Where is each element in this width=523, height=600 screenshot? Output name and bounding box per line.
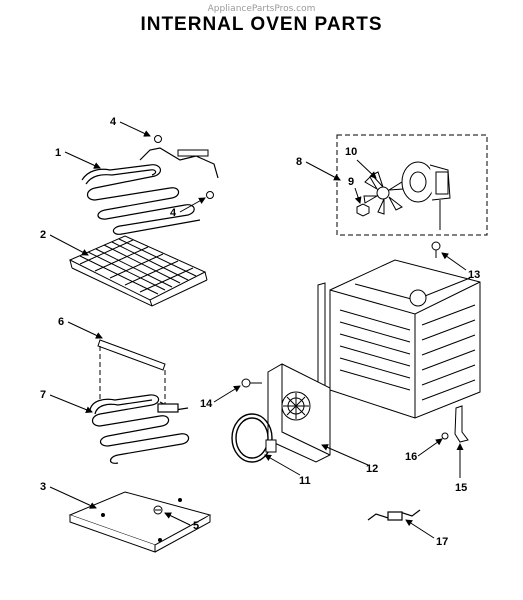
convection-element-part-11[interactable] bbox=[231, 413, 277, 463]
fan-nut-part-9[interactable] bbox=[356, 203, 370, 217]
screw-part-16[interactable] bbox=[441, 432, 449, 440]
sensor-bracket-part-15[interactable] bbox=[454, 405, 469, 443]
watermark-text: AppliancePartsPros.com bbox=[207, 4, 316, 14]
diagram-title: INTERNAL OVEN PARTS bbox=[140, 14, 383, 35]
convection-fan-blade-part-10[interactable] bbox=[363, 171, 404, 215]
callout-1: 1 bbox=[55, 147, 61, 159]
element-bracket-screws[interactable] bbox=[154, 135, 214, 199]
screw-part-5[interactable] bbox=[153, 505, 163, 515]
callout-9: 9 bbox=[348, 176, 354, 188]
callout-3: 3 bbox=[40, 481, 46, 493]
callout-6: 6 bbox=[58, 316, 64, 328]
bake-element-part-1[interactable] bbox=[81, 147, 219, 235]
callout-11: 11 bbox=[299, 475, 311, 487]
callout-16: 16 bbox=[405, 451, 417, 463]
callout-14: 14 bbox=[200, 398, 213, 410]
leader-lines bbox=[49, 121, 467, 539]
callout-labels: 1 2 3 4 4 5 6 7 8 9 10 11 12 13 14 15 16… bbox=[40, 116, 480, 548]
callout-10: 10 bbox=[345, 146, 357, 158]
callout-7: 7 bbox=[40, 389, 46, 401]
oven-rack-part-2[interactable] bbox=[68, 235, 208, 307]
lower-element-part-7[interactable] bbox=[89, 394, 190, 464]
callout-12: 12 bbox=[366, 463, 378, 475]
temperature-sensor-part-17[interactable] bbox=[367, 509, 421, 521]
callout-17: 17 bbox=[436, 536, 448, 548]
element-shield-part-6[interactable] bbox=[97, 339, 166, 410]
callout-2: 2 bbox=[40, 229, 46, 241]
convection-motor[interactable] bbox=[401, 161, 451, 230]
screw-part-14[interactable] bbox=[241, 378, 262, 388]
callout-4-top: 4 bbox=[110, 116, 117, 128]
callout-13: 13 bbox=[468, 269, 480, 281]
convection-assembly-part-8[interactable] bbox=[336, 134, 488, 236]
screw-part-13[interactable] bbox=[431, 241, 441, 258]
callout-4-bottom: 4 bbox=[170, 207, 177, 219]
bottom-panel-part-3[interactable] bbox=[68, 491, 212, 553]
callout-8: 8 bbox=[296, 156, 302, 168]
callout-5: 5 bbox=[193, 520, 199, 532]
convection-cover-part-12[interactable] bbox=[267, 363, 331, 463]
oven-cavity bbox=[317, 259, 481, 419]
callout-15: 15 bbox=[455, 482, 467, 494]
